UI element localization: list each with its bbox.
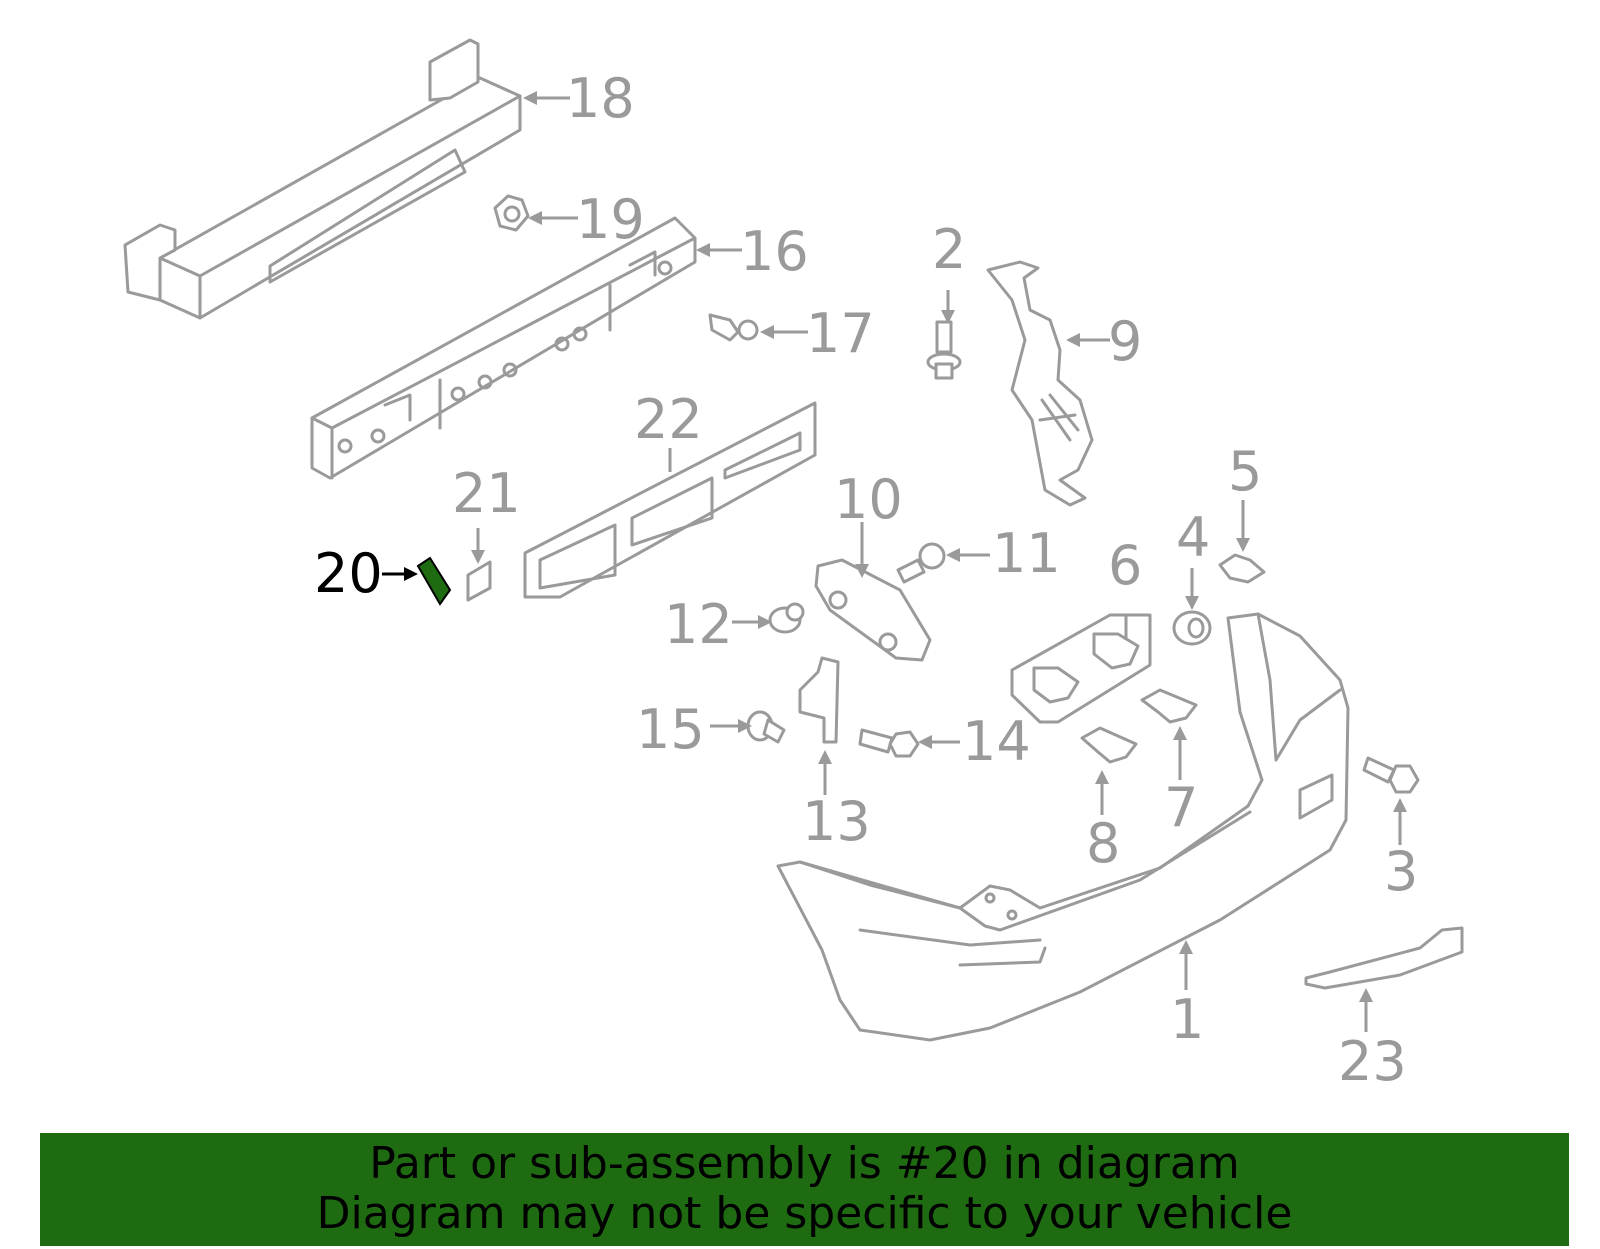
part-5-clip[interactable] — [1218, 553, 1266, 584]
callout-14[interactable]: 14 — [962, 710, 1031, 773]
callout-10[interactable]: 10 — [834, 468, 903, 531]
part-18-reinforcement-beam[interactable] — [123, 38, 522, 320]
callout-6[interactable]: 6 — [1108, 534, 1142, 597]
part-13-bracket[interactable] — [798, 656, 840, 744]
callout-20[interactable]: 20 — [314, 542, 383, 605]
part-14-bolt[interactable] — [858, 728, 920, 758]
banner-line-2: Diagram may not be specific to your vehi… — [316, 1188, 1293, 1239]
callout-12[interactable]: 12 — [664, 593, 733, 656]
callout-labels: 18 19 16 17 2 9 22 21 20 10 11 12 13 14 … — [314, 67, 1418, 1093]
callout-21[interactable]: 21 — [452, 462, 521, 525]
part-17-bolt[interactable] — [708, 313, 759, 342]
callout-13[interactable]: 13 — [802, 790, 871, 853]
callout-17[interactable]: 17 — [806, 302, 875, 365]
part-4-grommet[interactable] — [1172, 610, 1212, 646]
part-8-clip[interactable] — [1080, 726, 1138, 764]
part-23-reflector[interactable] — [1304, 926, 1464, 990]
callout-3[interactable]: 3 — [1384, 840, 1418, 903]
callout-16[interactable]: 16 — [740, 220, 809, 283]
part-20-pad-highlighted[interactable] — [416, 556, 452, 606]
part-19-nut[interactable] — [493, 194, 530, 232]
callout-18[interactable]: 18 — [566, 67, 635, 130]
leader-lines — [382, 91, 1407, 1032]
callout-8[interactable]: 8 — [1086, 812, 1120, 875]
callout-1[interactable]: 1 — [1170, 988, 1204, 1051]
info-banner: Part or sub-assembly is #20 in diagram D… — [40, 1133, 1569, 1246]
part-21-pad[interactable] — [466, 560, 492, 602]
part-7-clip[interactable] — [1140, 688, 1198, 724]
callout-7[interactable]: 7 — [1164, 776, 1198, 839]
callout-4[interactable]: 4 — [1176, 506, 1210, 569]
callout-22[interactable]: 22 — [634, 388, 703, 451]
part-9-bracket[interactable] — [986, 260, 1094, 507]
part-1-bumper-cover[interactable] — [776, 612, 1350, 1042]
callout-5[interactable]: 5 — [1228, 440, 1262, 503]
callout-11[interactable]: 11 — [992, 522, 1061, 585]
part-2-bolt[interactable] — [926, 320, 962, 380]
callout-9[interactable]: 9 — [1108, 310, 1142, 373]
part-6-bracket[interactable] — [1010, 613, 1152, 724]
callout-15[interactable]: 15 — [636, 698, 705, 761]
part-11-bolt[interactable] — [896, 542, 946, 584]
part-22-panel[interactable] — [523, 401, 817, 599]
callout-2[interactable]: 2 — [932, 218, 966, 281]
part-12-clip[interactable] — [768, 602, 805, 634]
callout-23[interactable]: 23 — [1338, 1030, 1407, 1093]
banner-line-1: Part or sub-assembly is #20 in diagram — [369, 1138, 1240, 1189]
part-16-absorber[interactable] — [310, 216, 697, 480]
part-3-bolt[interactable] — [1362, 756, 1420, 794]
callout-19[interactable]: 19 — [576, 188, 645, 251]
part-15-clip[interactable] — [746, 710, 786, 744]
